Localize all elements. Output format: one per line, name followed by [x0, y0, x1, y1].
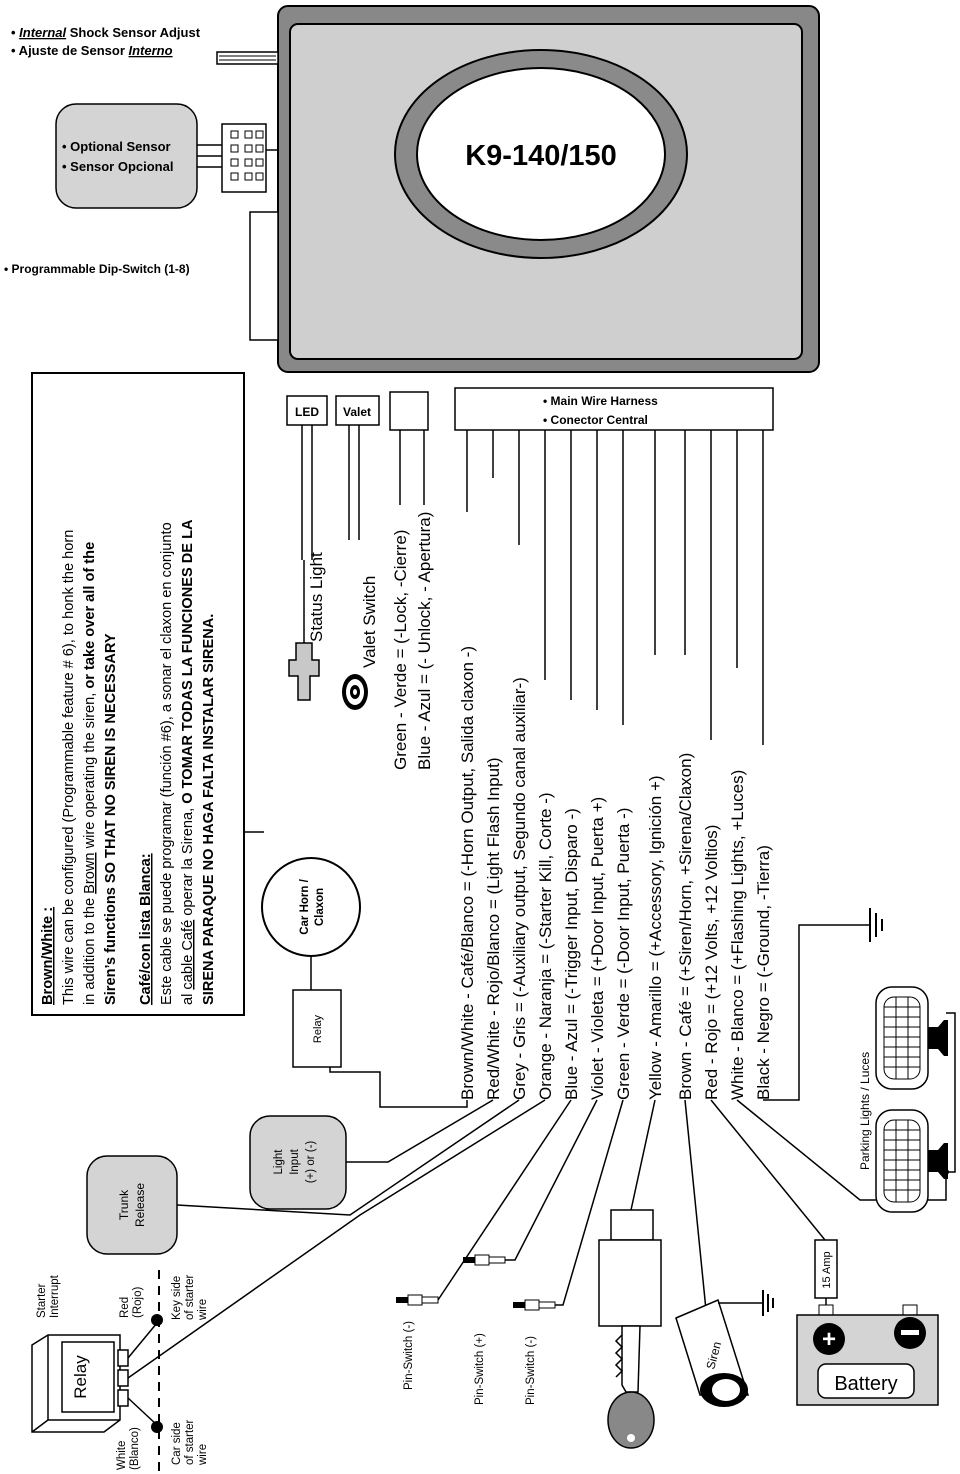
parking-lights-label: Parking Lights / Luces [858, 1052, 872, 1170]
harness-wire-label: Orange - Naranja = (-Starter Kill, Corte… [536, 792, 555, 1100]
svg-text:White(Blanco): White(Blanco) [116, 1427, 141, 1470]
parking-lights: Parking Lights / Luces [736, 986, 956, 1213]
svg-text:• Main Wire Harness: • Main Wire Harness [543, 394, 658, 408]
harness-wire-labels: Brown/White - Café/Blanco = (-Horn Outpu… [458, 646, 773, 1100]
harness-wire-label: Brown - Café = (+Siren/Horn, +Sirena/Cla… [676, 753, 695, 1100]
harness-wire-label: Green - Verde = (-Door Input, Puerta -) [614, 808, 633, 1100]
svg-text:Valet: Valet [343, 405, 371, 419]
svg-text:Claxon: Claxon [314, 888, 326, 926]
svg-text:Car sideof starterwire: Car sideof starterwire [171, 1419, 209, 1466]
svg-text:Red(Rojo): Red(Rojo) [119, 1287, 144, 1318]
horn-relay: Relay [292, 989, 468, 1108]
svg-text:Pin-Switch (-): Pin-Switch (-) [403, 1321, 415, 1390]
svg-text:• Ajuste de Sensor Interno: • Ajuste de Sensor Interno [11, 43, 173, 58]
main-harness-connector: • Main Wire Harness • Conector Central [454, 387, 774, 431]
siren: Siren [675, 1099, 774, 1407]
svg-text:(+) or (-): (+) or (-) [305, 1141, 317, 1184]
status-light-label: Status Light [307, 552, 326, 642]
svg-text:Light: Light [273, 1149, 285, 1175]
trunk-release: Trunk Release [86, 1099, 520, 1255]
brown-white-note: Brown/White : This wire can be configure… [31, 372, 245, 1016]
svg-text:• Conector Central: • Conector Central [543, 413, 648, 427]
harness-wire-label: Brown/White - Café/Blanco = (-Horn Outpu… [458, 646, 477, 1100]
harness-wire-label: Violet - Violeta = (+Door Input, Puerta … [588, 797, 607, 1100]
svg-text:al cable Café operar la Sirena: al cable Café operar la Sirena, O TOMAR … [180, 519, 196, 1005]
shock-label-en-word: Internal [19, 25, 66, 40]
harness-wire-label: Blue - Azul = (-Trigger Input, Disparo -… [562, 808, 581, 1100]
note-es-line1: Este cable se puede programar (función #… [159, 522, 175, 1005]
dip-switch: • Programmable Dip-Switch (1-8) [4, 211, 279, 341]
svg-text:Car Horn /: Car Horn / [299, 878, 311, 934]
valet-connector: Valet [335, 395, 380, 710]
optional-sensor-en: • Optional Sensor [62, 139, 171, 154]
light-input: Light Input (+) or (-) [249, 1099, 494, 1210]
fuse-label: 15 Amp [821, 1251, 833, 1288]
car-horn: Car Horn / Claxon [244, 831, 361, 990]
svg-text:Release: Release [133, 1183, 147, 1227]
svg-text:LED: LED [295, 405, 319, 419]
svg-text:Relay: Relay [312, 1014, 324, 1043]
harness-wire-label: Red - Rojo = (+12 Volts, +12 Voltios) [702, 825, 721, 1100]
green-lock-label: Green - Verde = (-Lock, -Cierre) [391, 530, 410, 770]
pin-switches: Pin-Switch (-) Pin-Switch (+) Pin-Switch… [396, 1099, 624, 1405]
valet-switch-label: Valet Switch [360, 576, 379, 668]
dip-switch-label: • Programmable Dip-Switch (1-8) [4, 262, 190, 276]
battery: 15 Amp + Battery [710, 1099, 939, 1406]
note-es-line3: SIRENA PARAQUE NO HAGA FALTA INSTALAR SI… [201, 614, 217, 1005]
starter-relay-label: Relay [71, 1355, 90, 1399]
harness-wire-label: White - Blanco = (+Flashing Lights, +Luc… [728, 770, 747, 1100]
harness-wire-label: Black - Negro = (-Ground, -Tierra) [754, 845, 773, 1100]
shock-label-es: • Ajuste de Sensor [11, 43, 129, 58]
harness-wire-lines [466, 430, 764, 745]
shock-sensor-adjust: • Internal Shock Sensor Adjust • Ajuste … [11, 25, 279, 65]
shock-label-es-word: Interno [129, 43, 173, 58]
svg-text:Input: Input [289, 1148, 301, 1174]
svg-text:Trunk: Trunk [117, 1189, 131, 1220]
svg-text:+: + [822, 1326, 836, 1353]
note-en-line3: Siren’s functions SO THAT NO SIREN IS NE… [103, 633, 119, 1005]
harness-wire-label: Yellow - Amarillo = (+Accessory, Ignició… [646, 775, 665, 1100]
harness-wire-label: Grey - Gris = (-Auxiliary output, Segund… [510, 677, 529, 1100]
note-title-es: Café/con lista Blanca: [138, 853, 154, 1005]
shock-label-en: Shock Sensor Adjust [66, 25, 201, 40]
battery-label: Battery [834, 1373, 897, 1395]
svg-text:Pin-Switch (+): Pin-Switch (+) [474, 1333, 486, 1405]
harness-wire-label: Red/White - Rojo/Blanco = (Light Flash I… [484, 757, 503, 1100]
svg-text:in addition to the Brown wire: in addition to the Brown wire operating … [82, 542, 98, 1005]
svg-text:Pin-Switch (-): Pin-Switch (-) [525, 1336, 537, 1405]
svg-text:StarterInterrupt: StarterInterrupt [36, 1274, 61, 1318]
ignition-key-icon [598, 1099, 662, 1449]
blue-unlock-label: Blue - Azul = (- Unlock, - Apertura) [415, 512, 434, 770]
led-connector: LED [286, 395, 328, 701]
note-title-en: Brown/White : [40, 907, 56, 1005]
starter-interrupt: Relay StarterInterrupt Red(Rojo) Key sid… [31, 1099, 546, 1474]
ground-symbol-icon [763, 908, 883, 1101]
optional-sensor-es: • Sensor Opcional [62, 159, 173, 174]
optional-sensor: • Optional Sensor • Sensor Opcional [55, 103, 278, 209]
svg-text:• Internal Shock Sensor Adjust: • Internal Shock Sensor Adjust [11, 25, 201, 40]
note-en-line1: This wire can be configured (Programmabl… [61, 530, 77, 1005]
alarm-module: K9-140/150 [277, 5, 820, 373]
module-title: K9-140/150 [465, 140, 617, 172]
svg-text:Key sideof starterwire: Key sideof starterwire [171, 1274, 209, 1321]
lock-connector [389, 391, 429, 505]
